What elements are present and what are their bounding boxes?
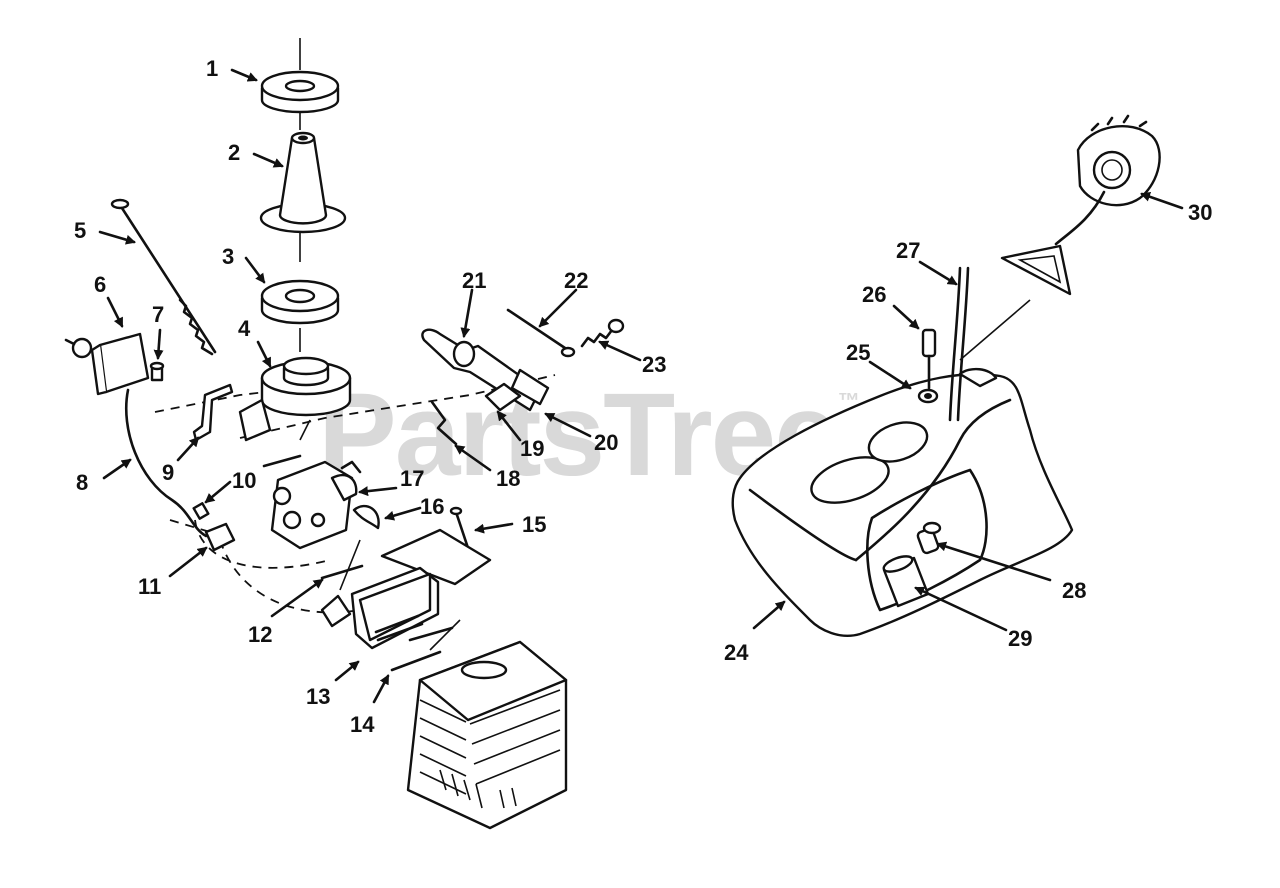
part-22-wire [506, 308, 576, 358]
callout-6: 6 [94, 272, 107, 297]
part-24-fuel-tank [731, 367, 1074, 637]
callout-29: 29 [1008, 626, 1033, 651]
callout-10: 10 [232, 468, 257, 493]
callout-23: 23 [642, 352, 667, 377]
callout-17: 17 [400, 466, 425, 491]
callout-9: 9 [162, 460, 175, 485]
callout-22: 22 [564, 268, 589, 293]
callout-24: 24 [724, 640, 749, 665]
assembly-axis-lines [154, 38, 556, 651]
part-4-hub [238, 356, 352, 442]
part-13-intake-housing [320, 566, 440, 650]
callout-8: 8 [76, 470, 89, 495]
callout-15: 15 [522, 512, 547, 537]
part-26-fitting [921, 328, 937, 390]
leader-arrows [98, 68, 1184, 704]
callout-28: 28 [1062, 578, 1087, 603]
part-7-screw [149, 361, 165, 382]
callout-20: 20 [594, 430, 619, 455]
callout-18: 18 [496, 466, 521, 491]
part-2-tapered-sleeve [259, 131, 347, 234]
callout-5: 5 [74, 218, 87, 243]
part-1-washer [260, 70, 340, 114]
callout-13: 13 [306, 684, 331, 709]
callout-21: 21 [462, 268, 487, 293]
part-11-clip [204, 522, 236, 552]
callout-4: 4 [238, 316, 251, 341]
callout-3: 3 [222, 244, 235, 269]
callout-26: 26 [862, 282, 887, 307]
part-21-shaft-assembly [421, 328, 550, 412]
callout-1: 1 [206, 56, 219, 81]
part-6-ignition-module [64, 332, 150, 396]
callout-2: 2 [228, 140, 241, 165]
part-9-bracket [192, 383, 234, 442]
part-18-spring-wire [430, 400, 458, 446]
part-15-pin [449, 506, 470, 550]
part-12-gasket [262, 454, 364, 580]
callout-14: 14 [350, 712, 375, 737]
part-8-wire [124, 388, 208, 538]
part-30-fuel-cap [1000, 114, 1161, 296]
callout-25: 25 [846, 340, 871, 365]
engine-cylinder [406, 640, 568, 830]
part-23-screw [580, 318, 625, 348]
part-28-fuel-pickup [916, 521, 942, 555]
callout-11: 11 [138, 574, 162, 599]
part-25-grommet [917, 388, 939, 404]
part-16-half-washer [352, 504, 380, 530]
part-14-gasket [390, 626, 454, 672]
callout-16: 16 [420, 494, 445, 519]
callout-27: 27 [896, 238, 921, 263]
part-27-fuel-line [948, 266, 1031, 422]
callout-7: 7 [152, 302, 165, 327]
part-10-screw [192, 502, 210, 520]
callout-30: 30 [1188, 200, 1213, 225]
part-3-washer [260, 279, 340, 325]
part-5-throttle-rod [110, 198, 217, 356]
part-17-carburetor [270, 460, 362, 550]
callout-12: 12 [248, 622, 273, 647]
callout-19: 19 [520, 436, 545, 461]
